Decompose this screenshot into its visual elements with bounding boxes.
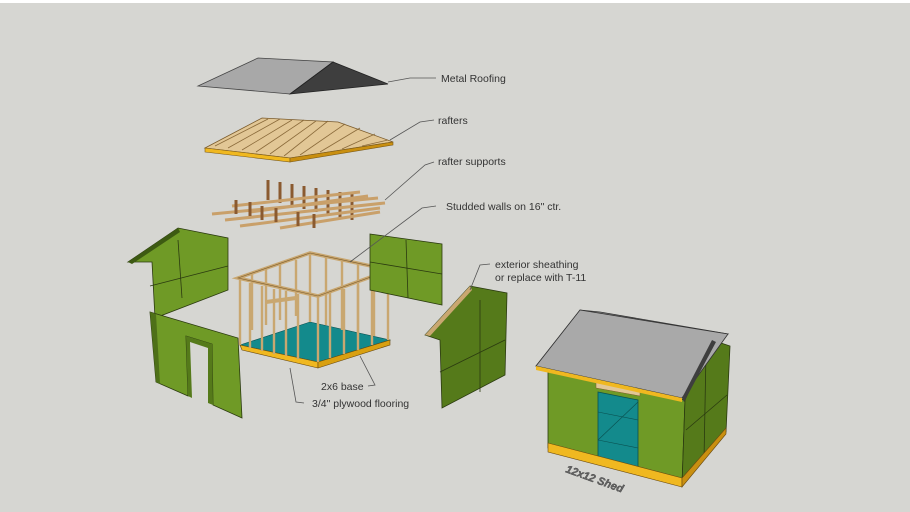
label-rafter-supports: rafter supports xyxy=(438,156,506,168)
right-gable-wall xyxy=(424,285,508,409)
leader-sheathing xyxy=(469,263,491,291)
assembled-shed xyxy=(535,309,731,488)
metal-roofing-part xyxy=(196,57,389,95)
label-sheathing-line2: or replace with T-11 xyxy=(495,272,586,284)
label-metal-roofing: Metal Roofing xyxy=(441,73,506,85)
front-door-wall xyxy=(149,311,243,419)
leader-metal-roofing xyxy=(387,77,436,83)
label-studded-walls: Studded walls on 16" ctr. xyxy=(446,201,561,213)
label-base: 2x6 base xyxy=(321,381,364,393)
leader-flooring xyxy=(289,367,305,404)
rafter-supports-part xyxy=(211,180,386,230)
leader-base xyxy=(359,355,376,387)
label-rafters: rafters xyxy=(438,115,468,127)
leader-rafter-supports xyxy=(384,161,435,201)
label-sheathing-line1: exterior sheathing xyxy=(495,259,579,271)
studded-walls-frame xyxy=(231,251,397,369)
rafters-part xyxy=(203,117,394,163)
left-gable-wall xyxy=(126,227,229,319)
leader-studded-walls xyxy=(349,205,437,263)
leader-rafters xyxy=(389,119,435,141)
back-wall-panel xyxy=(369,233,443,306)
label-flooring: 3/4" plywood flooring xyxy=(312,398,409,410)
